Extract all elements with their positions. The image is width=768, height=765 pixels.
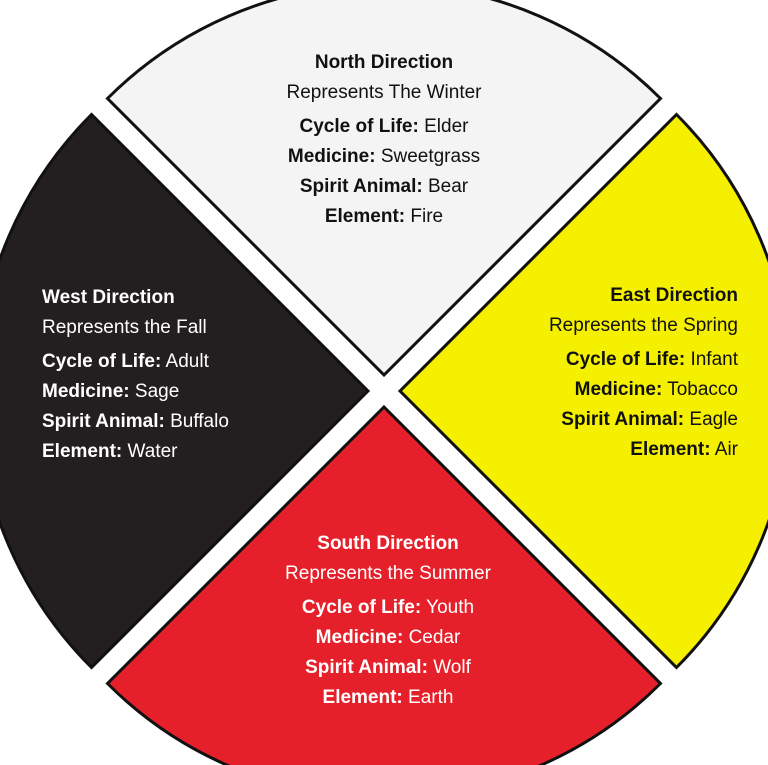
south-medicine-label: Medicine: [315,627,404,648]
south-info: South Direction Represents the Summer Cy… [238,529,538,713]
west-element: Element: Water [42,437,342,467]
east-medicine-label: Medicine: [574,379,663,400]
west-info: West Direction Represents the Fall Cycle… [42,283,342,467]
north-medicine-label: Medicine: [287,146,376,167]
east-medicine: Medicine: Tobacco [438,375,738,405]
north-animal: Spirit Animal: Bear [234,172,534,202]
south-title: South Direction [317,533,459,554]
west-cycle-value: Adult [165,351,209,372]
east-element-value: Air [714,439,738,460]
west-element-label: Element: [42,441,123,462]
north-medicine: Medicine: Sweetgrass [234,142,534,172]
east-cycle-value: Infant [690,349,738,370]
north-element: Element: Fire [234,202,534,232]
south-subtitle: Represents the Summer [285,563,491,584]
east-animal: Spirit Animal: Eagle [438,405,738,435]
south-animal: Spirit Animal: Wolf [238,653,538,683]
south-element-value: Earth [408,687,454,708]
north-subtitle: Represents The Winter [286,82,482,103]
south-medicine: Medicine: Cedar [238,623,538,653]
east-title: East Direction [610,285,738,306]
north-info: North Direction Represents The Winter Cy… [234,48,534,232]
north-animal-label: Spirit Animal: [299,176,423,197]
west-animal-value: Buffalo [170,411,229,432]
south-animal-label: Spirit Animal: [305,657,428,678]
east-element: Element: Air [438,435,738,465]
west-subtitle: Represents the Fall [42,317,207,338]
south-element: Element: Earth [238,683,538,713]
west-animal: Spirit Animal: Buffalo [42,407,342,437]
north-element-value: Fire [410,206,444,227]
east-cycle: Cycle of Life: Infant [438,345,738,375]
north-cycle-label: Cycle of Life: [299,116,419,137]
north-element-label: Element: [324,206,406,227]
west-medicine: Medicine: Sage [42,377,342,407]
north-cycle-value: Elder [424,116,469,137]
south-cycle-value: Youth [426,597,475,618]
south-quadrant [105,404,663,765]
north-cycle: Cycle of Life: Elder [234,112,534,142]
west-quadrant [0,112,371,670]
north-medicine-value: Sweetgrass [380,146,481,167]
west-animal-label: Spirit Animal: [42,411,165,432]
north-quadrant [105,0,663,378]
west-cycle-label: Cycle of Life: [42,351,162,372]
east-info: East Direction Represents the Spring Cyc… [438,281,738,465]
east-quadrant [397,112,768,670]
south-element-label: Element: [322,687,403,708]
east-animal-label: Spirit Animal: [561,409,685,430]
east-cycle-label: Cycle of Life: [565,349,686,370]
west-title: West Direction [42,287,175,308]
west-element-value: Water [127,441,178,462]
north-animal-value: Bear [427,176,469,197]
east-animal-value: Eagle [689,409,738,430]
west-medicine-label: Medicine: [42,381,130,402]
south-medicine-value: Cedar [408,627,461,648]
south-animal-value: Wolf [433,657,471,678]
west-cycle: Cycle of Life: Adult [42,347,342,377]
south-cycle-label: Cycle of Life: [301,597,422,618]
west-medicine-value: Sage [134,381,180,402]
south-cycle: Cycle of Life: Youth [238,593,538,623]
east-subtitle: Represents the Spring [548,315,738,336]
north-title: North Direction [314,52,454,73]
east-medicine-value: Tobacco [667,379,738,400]
east-element-label: Element: [630,439,711,460]
